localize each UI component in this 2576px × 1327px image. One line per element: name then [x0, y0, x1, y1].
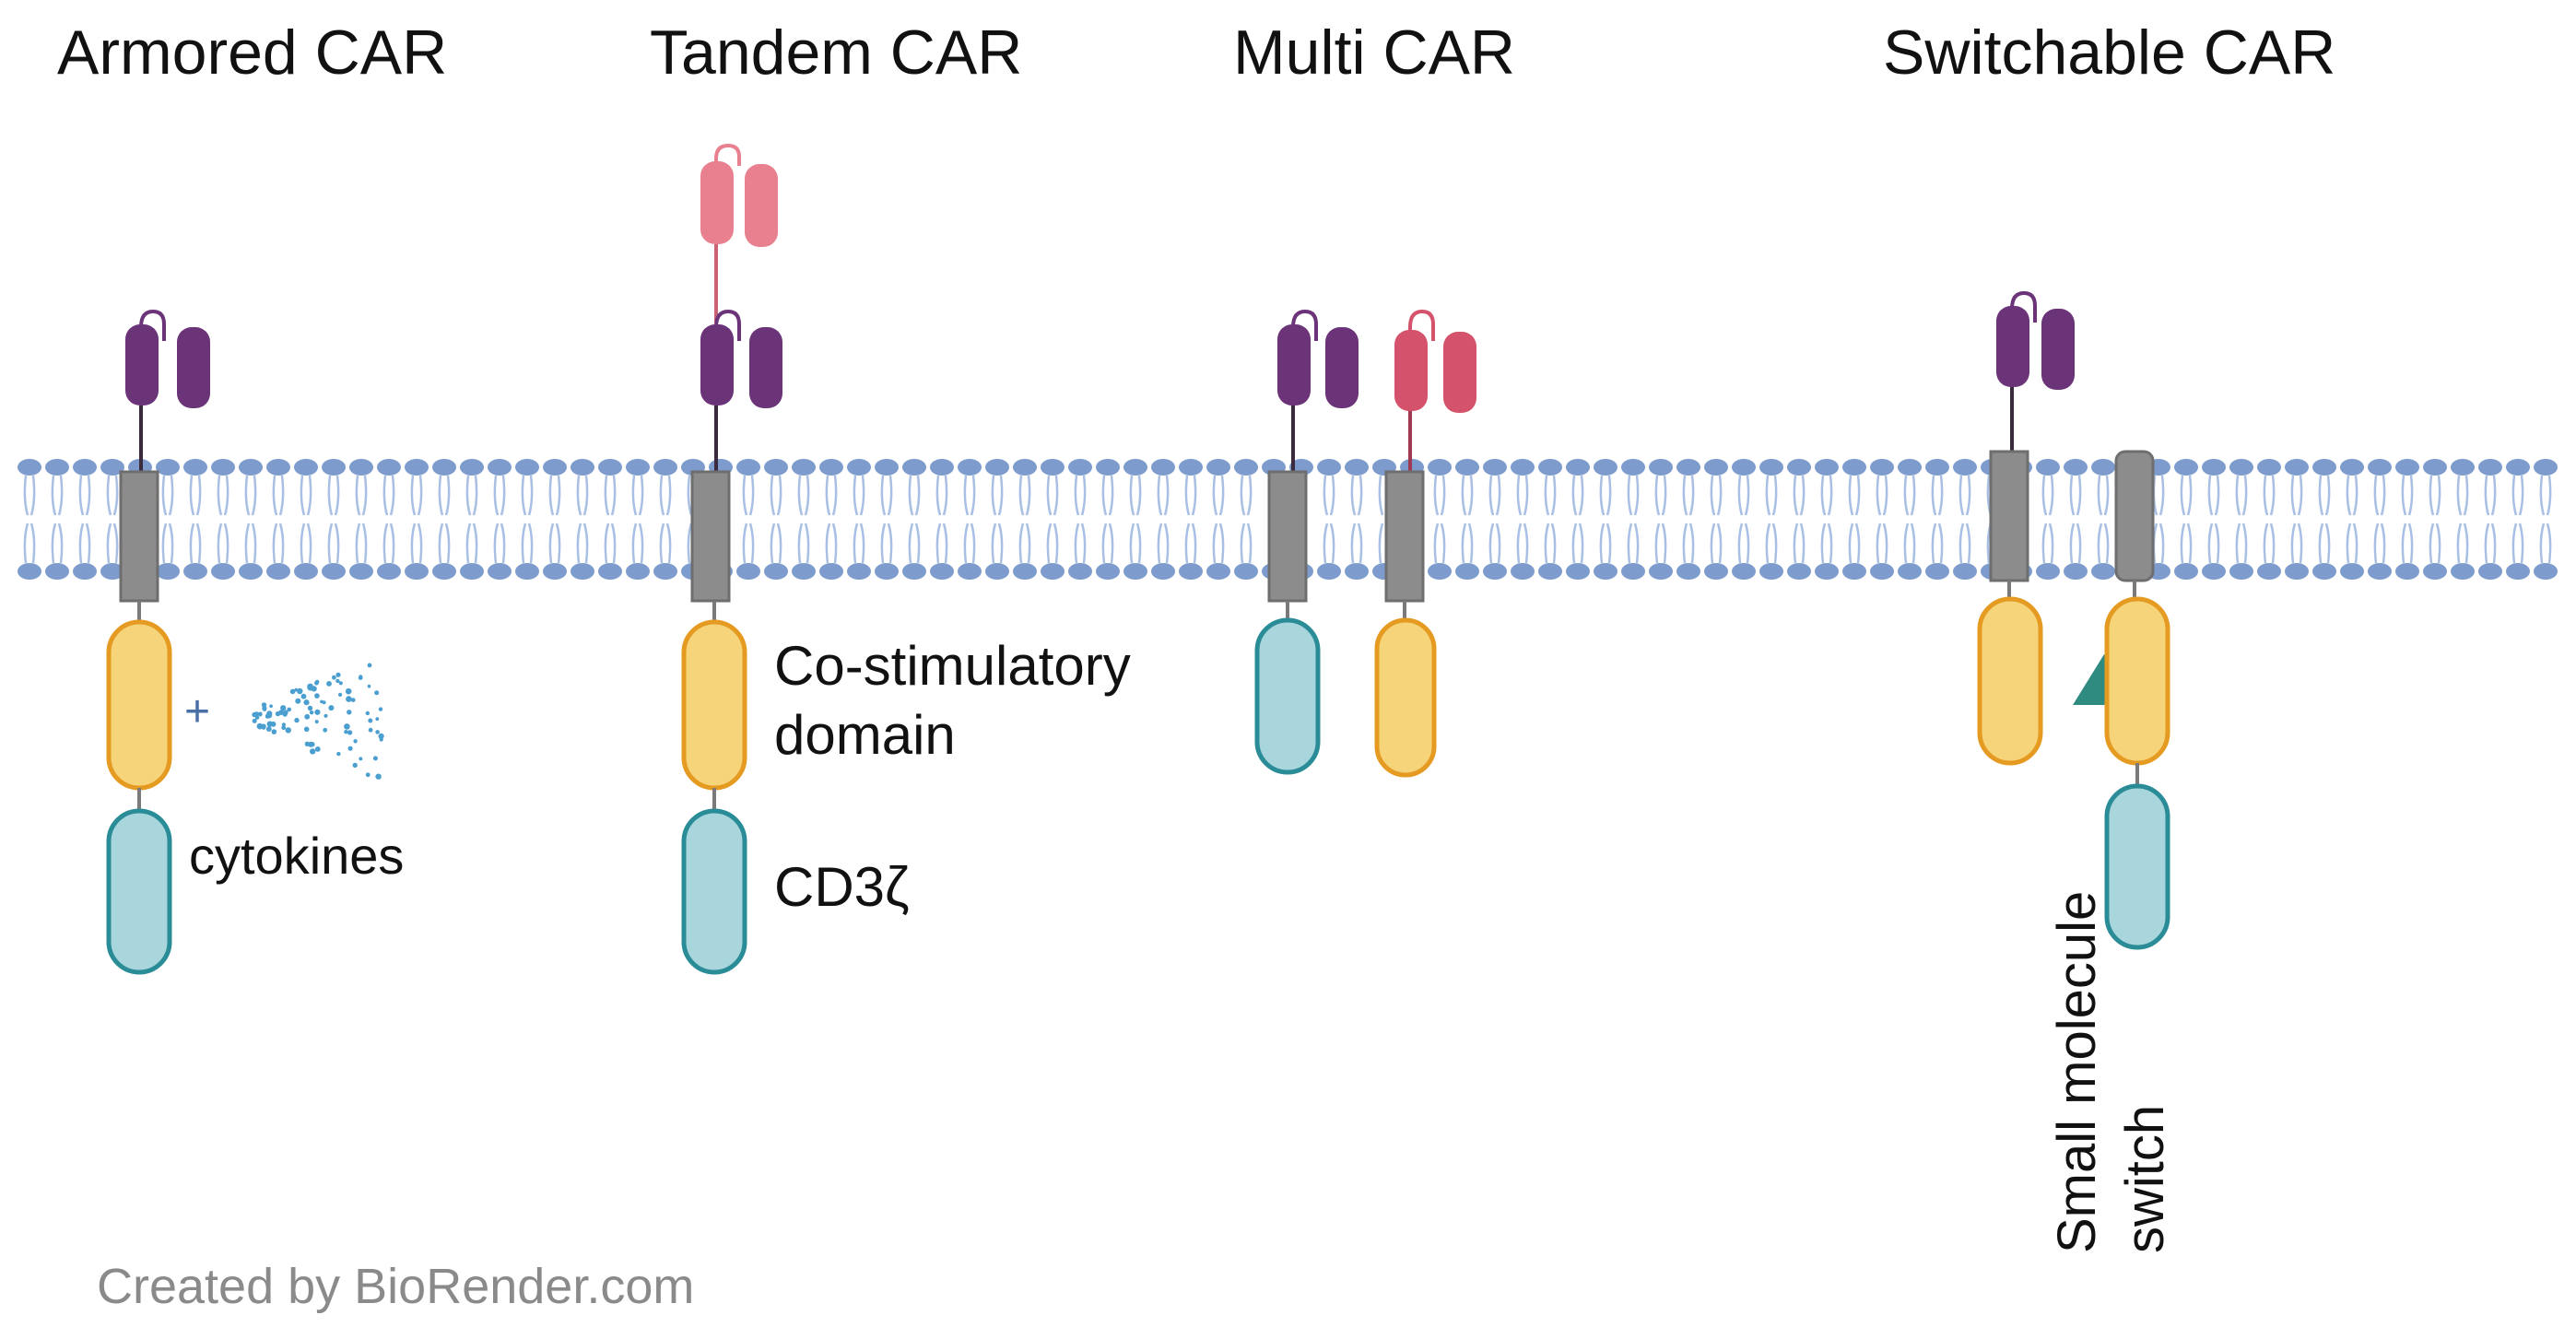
costimulatory-domain — [681, 619, 747, 791]
scfv-domain-purple — [125, 309, 210, 475]
switchable-car-receptor-2 — [2104, 450, 2170, 950]
cytokine-spray-icon — [252, 663, 384, 780]
small-molecule-switch-label-line1: Small molecule — [2047, 891, 2107, 1253]
cd3z-label: CD3ζ — [774, 856, 909, 918]
transmembrane-domain — [119, 470, 159, 603]
costimulatory-domain — [2104, 596, 2170, 766]
cd3z-domain — [2104, 783, 2170, 950]
title-armored-car: Armored CAR — [57, 18, 447, 88]
cd3z-domain — [106, 808, 172, 975]
transmembrane-domain — [2114, 450, 2155, 582]
title-switchable-car: Switchable CAR — [1883, 18, 2335, 88]
transmembrane-domain — [690, 470, 731, 603]
cytokines-label: cytokines — [189, 827, 404, 885]
cd3z-domain — [1254, 617, 1321, 775]
tandem-car-receptor: Co-stimulatory domain CD3ζ — [681, 143, 1131, 975]
multi-car-receptor-1 — [1254, 309, 1359, 775]
title-multi-car: Multi CAR — [1233, 18, 1515, 88]
switchable-car-receptors: Small molecule switch — [1977, 290, 2175, 1253]
armored-car-receptor: + cytokines — [106, 309, 404, 975]
costimulatory-domain — [1374, 617, 1437, 778]
switchable-car-receptor-1 — [1977, 290, 2075, 766]
biorender-credit: Created by BioRender.com — [97, 1259, 694, 1314]
small-molecule-switch-label-line2: switch — [2115, 1105, 2175, 1253]
multi-car-receptor-2 — [1374, 309, 1476, 778]
scfv-domain-purple — [700, 309, 782, 475]
costimulatory-label-line1: Co-stimulatory — [774, 635, 1131, 697]
transmembrane-domain — [1384, 470, 1425, 603]
multi-car-receptors — [1254, 309, 1476, 778]
transmembrane-domain — [1989, 450, 2029, 582]
title-tandem-car: Tandem CAR — [650, 18, 1022, 88]
scfv-domain-pink — [700, 143, 778, 323]
transmembrane-domain — [1267, 470, 1308, 603]
plus-sign: + — [184, 687, 210, 736]
cd3z-domain — [681, 808, 747, 975]
costimulatory-domain — [1977, 596, 2043, 766]
costimulatory-domain — [106, 619, 172, 791]
costimulatory-label-line2: domain — [774, 704, 956, 766]
